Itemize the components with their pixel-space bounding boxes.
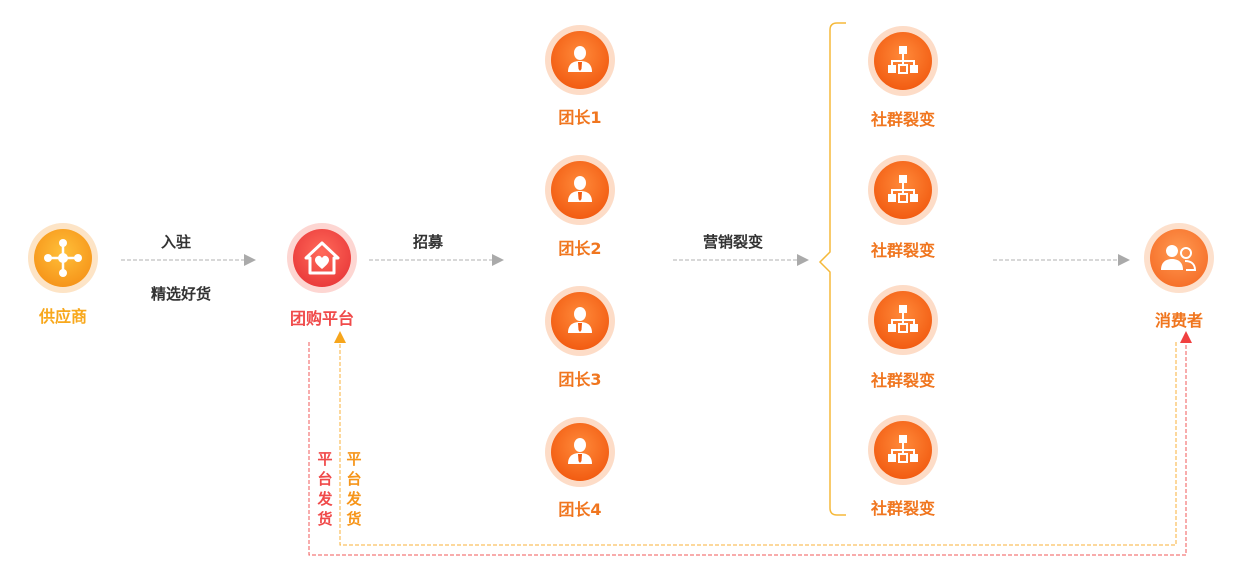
consumer-node	[1144, 223, 1214, 293]
leader-label-4: 团长4	[558, 500, 602, 519]
community-bracket	[818, 22, 846, 516]
leader-label-1: 团长1	[558, 108, 602, 127]
org-tree-icon	[888, 46, 918, 74]
person-icon	[568, 46, 592, 72]
consumer-label: 消费者	[1154, 311, 1203, 330]
person-icon	[568, 307, 592, 333]
shipping-label-left: 平台发货	[317, 450, 333, 528]
arrow-supplier-to-platform	[121, 254, 256, 266]
edge-label-marketing: 营销裂变	[702, 233, 763, 251]
community-node-1	[868, 26, 938, 96]
edge-label-join: 入驻	[160, 233, 191, 251]
arrow-platform-to-leaders	[369, 254, 504, 266]
platform-node	[287, 223, 357, 293]
hub-icon	[44, 239, 82, 277]
group-users-icon	[1161, 245, 1197, 271]
community-node-3	[868, 285, 938, 355]
community-label-4: 社群裂变	[870, 499, 935, 518]
org-tree-icon	[888, 175, 918, 203]
heart-house-icon	[304, 241, 340, 275]
leader-node-3	[545, 286, 615, 356]
shipping-loop-inner	[334, 331, 1177, 546]
edge-label-recruit: 招募	[412, 233, 443, 251]
leader-label-3: 团长3	[558, 370, 602, 389]
org-tree-icon	[888, 435, 918, 463]
arrow-leaders-to-communities	[673, 254, 809, 266]
platform-label: 团购平台	[289, 309, 354, 328]
person-icon	[568, 176, 592, 202]
shipping-label-right: 平台发货	[346, 450, 362, 528]
edge-label-selected-goods: 精选好货	[150, 285, 211, 303]
shipping-loop-outer	[308, 331, 1192, 556]
community-label-1: 社群裂变	[870, 110, 935, 129]
community-node-2	[868, 155, 938, 225]
community-label-2: 社群裂变	[870, 241, 935, 260]
arrow-communities-to-consumer	[993, 254, 1130, 266]
leader-label-2: 团长2	[558, 239, 602, 258]
community-label-3: 社群裂变	[870, 371, 935, 390]
leader-node-2	[545, 155, 615, 225]
supplier-node	[28, 223, 98, 293]
supplier-label: 供应商	[38, 307, 87, 326]
org-tree-icon	[888, 305, 918, 333]
community-node-4	[868, 415, 938, 485]
person-icon	[568, 438, 592, 464]
leader-node-4	[545, 417, 615, 487]
leader-node-1	[545, 25, 615, 95]
